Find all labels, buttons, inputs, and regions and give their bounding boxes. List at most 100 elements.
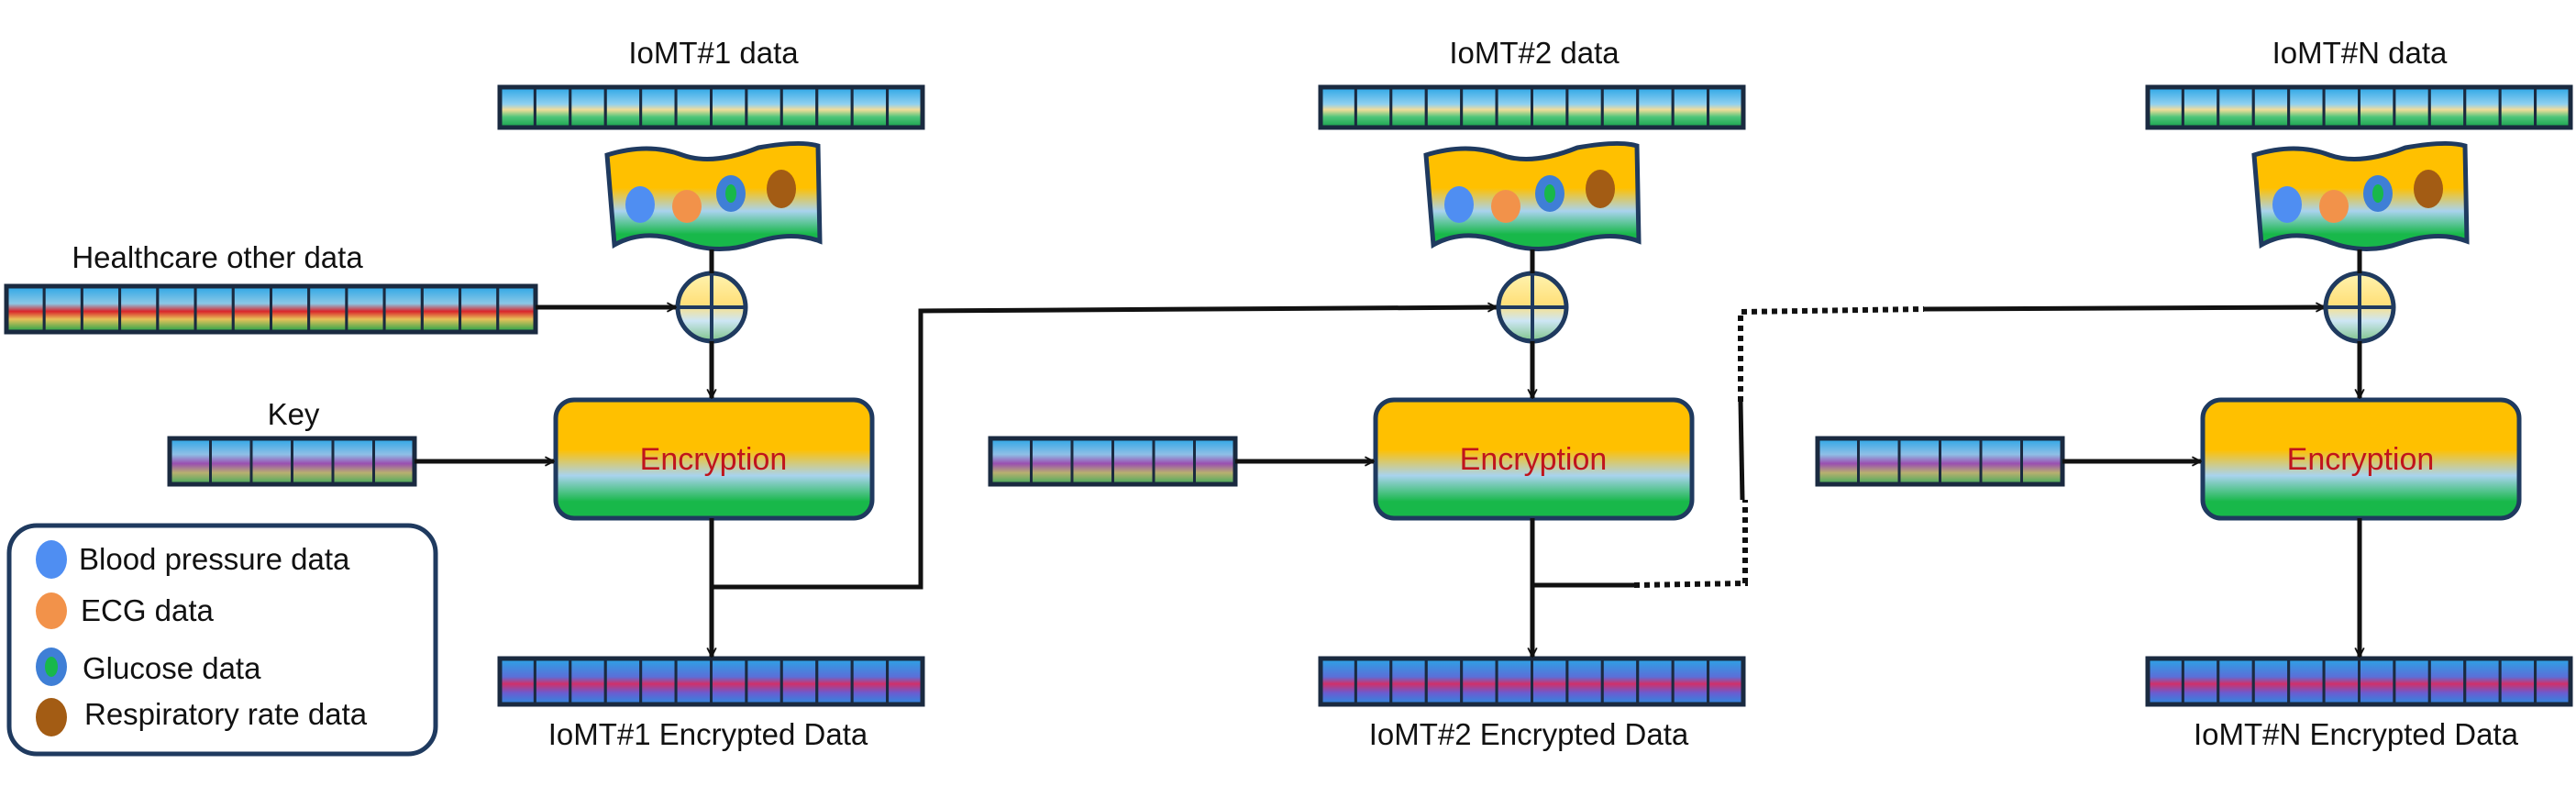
bar-segment [1636, 657, 1675, 706]
bar-segment [1897, 437, 1941, 486]
chain-link-2-dotted-a [1633, 500, 1748, 588]
bar-segment [533, 657, 572, 706]
bar-segment [307, 284, 348, 334]
bar-segment [1636, 85, 1675, 129]
iomtn-sensor-bundle [2251, 140, 2470, 251]
encryption-label-1: Encryption [640, 442, 788, 477]
bar-segment [345, 284, 386, 334]
bar-segment [1707, 657, 1745, 706]
bar-segment [533, 85, 572, 129]
stage-2: IoMT#2 data Encryption IoMT#2 Encrypted … [988, 36, 2325, 751]
sensor-bundle-shape [604, 140, 823, 251]
stage-n-input-label: IoMT#N data [2272, 36, 2448, 70]
bar-segment [2534, 657, 2572, 706]
bar-segment [1030, 437, 1074, 486]
bar-segment [2393, 85, 2431, 129]
sensor-bundle-shape [1423, 140, 1642, 251]
chain-link-2-dotted-b [1738, 306, 1925, 402]
bar-segment [710, 657, 748, 706]
bar-segment [156, 284, 197, 334]
iomt2-data-bar [1318, 84, 1746, 130]
bar-segment [2393, 657, 2431, 706]
bar-segment [1600, 85, 1640, 129]
encryption-box-n: Encryption [2200, 397, 2522, 521]
bar-segment [710, 85, 748, 129]
bar-segment [603, 657, 643, 706]
bar-segment [815, 85, 854, 129]
bar-segment [331, 437, 375, 486]
bar-segment [231, 284, 273, 334]
bar-segment [209, 437, 253, 486]
bar-segment [270, 284, 311, 334]
bar-segment [1531, 657, 1569, 706]
bar-segment [989, 437, 1033, 486]
healthcare-other-data-bar [4, 283, 538, 335]
iomt1-sensor-bundle [604, 140, 823, 251]
bar-segment [2146, 85, 2184, 129]
xor-combiner-n [2323, 271, 2396, 344]
bar-segment [2463, 85, 2502, 129]
bar-segment [2251, 85, 2291, 129]
bar-segment [2181, 85, 2220, 129]
blood-pressure-icon [36, 540, 67, 579]
bar-segment [80, 284, 122, 334]
bar-segment [1152, 437, 1196, 486]
bar-segment [2358, 85, 2396, 129]
encryption-label-n: Encryption [2287, 442, 2435, 477]
bar-frame [2145, 656, 2573, 707]
glucose-icon [2363, 175, 2393, 212]
bar-segment [2534, 85, 2572, 129]
legend-item-blood-pressure: Blood pressure data [36, 540, 350, 579]
bar-segment [2498, 85, 2537, 129]
ecg-icon [672, 190, 702, 223]
blood-pressure-icon [2272, 186, 2302, 223]
iomt2-sensor-bundle [1423, 140, 1642, 251]
stage-1-output-label: IoMT#1 Encrypted Data [548, 717, 868, 751]
bar-segment [1354, 657, 1393, 706]
bar-segment [193, 284, 235, 334]
bar-segment [1565, 657, 1604, 706]
bar-segment [1939, 437, 1983, 486]
bar-segment [850, 85, 890, 129]
bar-segment [569, 657, 607, 706]
xor-combiner-2 [1496, 271, 1569, 344]
blood-pressure-icon [625, 186, 655, 223]
stage-2-output-label: IoMT#2 Encrypted Data [1369, 717, 1689, 751]
bar-segment [1671, 657, 1710, 706]
iomt2-encrypted-bar [1318, 656, 1746, 707]
blood-pressure-icon [1444, 186, 1474, 223]
bar-frame [497, 656, 925, 707]
bar-segment [2181, 657, 2220, 706]
bar-segment [498, 85, 536, 129]
chain-link-1-to-2 [712, 307, 1497, 590]
key-bar-n [1815, 436, 2065, 487]
bar-segment [118, 284, 160, 334]
bar-segment [2498, 657, 2537, 706]
healthcare-other-data-label: Healthcare other data [72, 240, 363, 274]
encryption-label-2: Encryption [1460, 442, 1608, 477]
glucose-icon [716, 175, 746, 212]
legend-label: Glucose data [83, 651, 261, 685]
bar-segment [1565, 85, 1604, 129]
bar-segment [2287, 657, 2326, 706]
stage-1: IoMT#1 data Healthcare other data Key En… [4, 36, 1497, 751]
bar-segment [674, 85, 713, 129]
key-bar-2 [988, 436, 1238, 487]
bar-segment [1389, 85, 1428, 129]
bar-segment [1424, 657, 1464, 706]
legend: Blood pressure data ECG data Glucose dat… [6, 523, 438, 757]
glucose-icon-core [45, 657, 58, 677]
bar-segment [1460, 85, 1498, 129]
bar-segment [2322, 657, 2361, 706]
glucose-icon [1535, 175, 1564, 212]
bar-segment [1600, 657, 1640, 706]
bar-segment [1354, 85, 1393, 129]
iomt1-data-bar [497, 84, 925, 130]
ecg-icon [36, 592, 67, 629]
respiratory-rate-icon [36, 698, 67, 736]
bar-segment [639, 85, 678, 129]
bar-segment [498, 657, 536, 706]
bar-segment [745, 85, 783, 129]
bar-segment [1707, 85, 1745, 129]
